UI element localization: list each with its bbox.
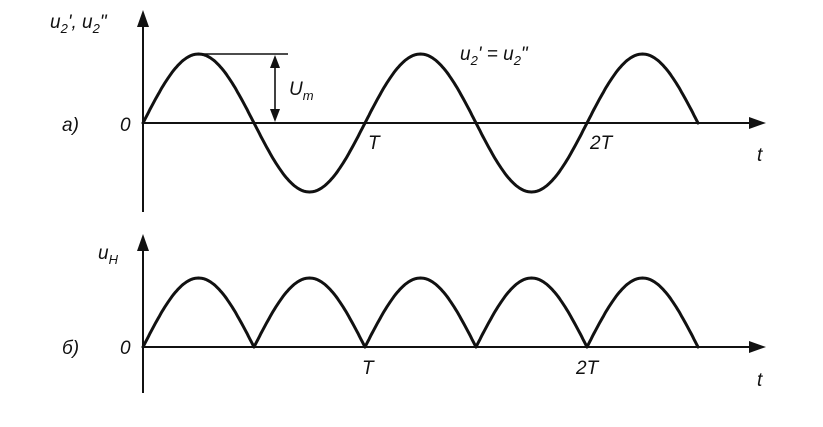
panel-a-sine-wave <box>141 52 700 194</box>
panel-a-t-label: t <box>757 145 763 166</box>
panel-b-period-label: T <box>362 358 375 379</box>
panel-a-letter: а) <box>62 115 79 136</box>
panel-b-rectified-wave <box>141 276 700 349</box>
panel-b-letter: б) <box>62 338 79 359</box>
panel-a: Um u2', u2" u2' = u2" а) 0 T 2T t <box>50 10 766 212</box>
panel-b-double-period-label: 2T <box>575 358 600 379</box>
amplitude-arrow-up-icon <box>270 55 280 68</box>
amplitude-label: Um <box>289 79 314 103</box>
panel-b-y-axis-label: uН <box>98 243 119 267</box>
panel-b: uН б) 0 T 2T t <box>62 234 766 393</box>
panel-a-double-period-label: 2T <box>589 133 614 154</box>
panel-a-equation: u2' = u2" <box>460 44 529 68</box>
panel-a-y-axis-label: u2', u2" <box>50 12 108 36</box>
panel-b-x-axis-arrow <box>749 341 766 353</box>
panel-a-y-axis-arrow <box>137 10 149 27</box>
amplitude-arrow-down-icon <box>270 109 280 122</box>
panel-a-zero-label: 0 <box>120 115 131 136</box>
panel-a-x-axis-arrow <box>749 117 766 129</box>
panel-b-y-axis-arrow <box>137 234 149 251</box>
panel-a-period-label: T <box>368 133 381 154</box>
panel-b-zero-label: 0 <box>120 338 131 359</box>
panel-b-t-label: t <box>757 370 763 391</box>
